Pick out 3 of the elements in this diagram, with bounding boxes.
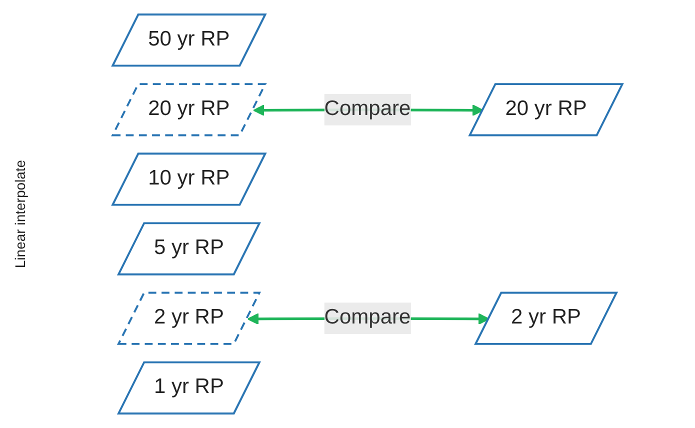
edge-label: Compare: [324, 98, 411, 120]
side-label: Linear interpolate: [12, 160, 28, 268]
edge-label: Compare: [324, 306, 411, 329]
